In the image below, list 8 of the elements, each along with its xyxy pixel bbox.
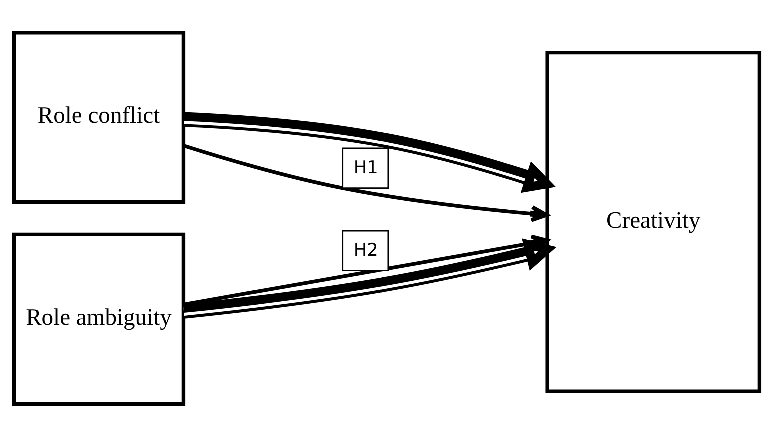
arrow	[183, 238, 557, 319]
node-box: Role conflict	[12, 31, 186, 204]
node-box: Role ambiguity	[12, 232, 186, 406]
edge-label: H2	[354, 241, 378, 262]
node-box: Creativity	[546, 50, 762, 394]
arrow	[184, 112, 556, 194]
edge-label: H1	[354, 158, 378, 179]
arrow	[184, 144, 549, 222]
